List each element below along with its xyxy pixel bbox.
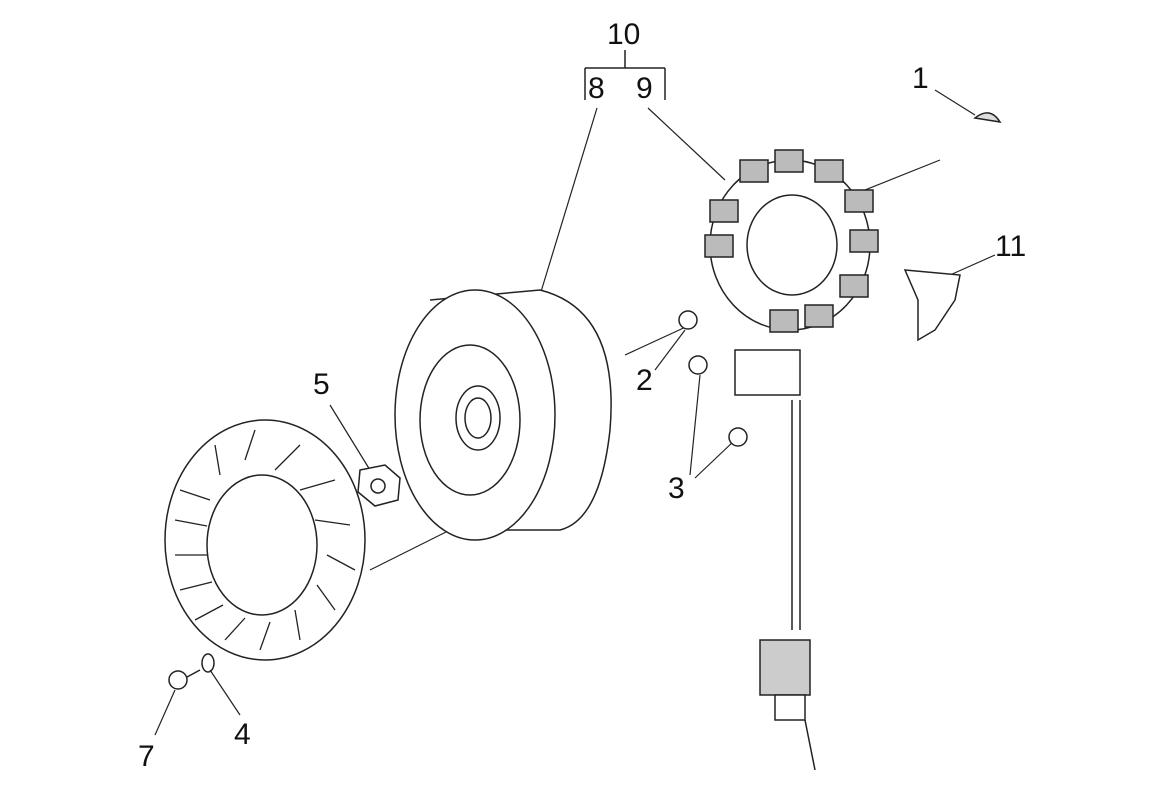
- cooling-fan: [164, 419, 366, 661]
- callout-5: 5: [313, 368, 330, 401]
- callout-7: 7: [138, 740, 155, 773]
- screw-7: [168, 669, 201, 690]
- callout-10: 10: [607, 18, 641, 51]
- callout-1: 1: [912, 62, 929, 95]
- pickup-and-harness: [734, 349, 816, 771]
- group-bracket: [584, 50, 666, 100]
- callout-3: 3: [668, 472, 685, 505]
- nut: [357, 464, 401, 507]
- callout-2: 2: [636, 364, 653, 397]
- stator: [704, 149, 879, 333]
- callout-8: 8: [588, 72, 605, 105]
- callout-9: 9: [636, 72, 653, 105]
- washer: [201, 653, 215, 673]
- callout-11: 11: [995, 230, 1027, 263]
- woodruff-key: [973, 112, 1002, 124]
- callout-4: 4: [234, 718, 251, 751]
- flywheel-rotor: [394, 289, 612, 541]
- cable-clamp: [903, 269, 961, 342]
- screws: [678, 310, 748, 447]
